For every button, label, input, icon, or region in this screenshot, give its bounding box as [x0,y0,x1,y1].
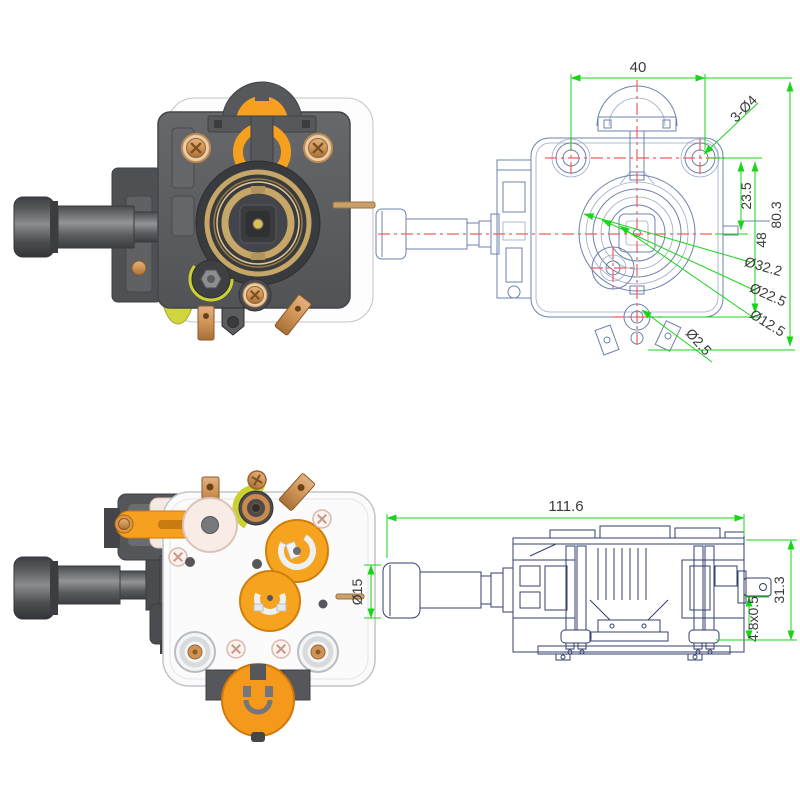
orange-valve-port [239,570,301,632]
dimensions-front: 40 3-Ø4 23.5 48 80.3 Ø32.2 Ø22.5 Ø12.5 Ø… [570,59,795,363]
top-screw [247,470,267,490]
front-view-drawing: 40 3-Ø4 23.5 48 80.3 Ø32.2 Ø22.5 Ø12.5 Ø… [375,59,795,363]
dim-height-80-3: 80.3 [768,201,784,228]
dim-length-111-6: 111.6 [548,498,583,515]
terminal-outline [654,320,682,352]
dim-dia-12-5: Ø12.5 [747,306,788,340]
spade-terminal [197,305,215,341]
plate-screw [312,509,332,529]
terminal-outline [594,324,620,356]
bottom-cap-assembly [205,663,311,742]
dim-height-31-3: 31.3 [771,576,787,603]
foot-washer [297,631,339,673]
plate-screw [168,547,188,567]
side-bracket-outline [496,159,532,299]
shaft-outline-side [382,562,514,619]
dim-offset-23-5: 23.5 [738,182,754,209]
mounting-screw [181,133,211,163]
dome-outline [596,85,678,185]
thermocouple-pin [335,593,365,600]
dim-knob-dia-15: Ø15 [349,579,365,606]
orange-lever-arm [114,497,238,553]
back-3d-render [13,470,376,742]
plate-screw [226,639,246,659]
spade-terminal [278,473,316,511]
front-3d-render [13,81,376,341]
foot-washer [174,631,216,673]
thermocouple-pin [332,201,376,209]
dim-span-48: 48 [753,232,769,248]
mounting-screw [303,133,333,163]
dimensions-side: 111.6 Ø15 4.8x0.5 31.3 [349,498,797,642]
centerlines [378,80,727,347]
pin-hole [252,559,262,569]
dim-holes-3xd4: 3-Ø4 [727,92,760,125]
side-view-drawing: 111.6 Ø15 4.8x0.5 31.3 [349,498,797,661]
terminal-outline-side [737,570,772,604]
body-outline-side [512,525,745,661]
dim-dia-22-5: Ø22.5 [747,279,789,309]
pin-hole [185,557,195,567]
hex-nut [188,256,234,302]
bottom-screw [238,278,272,312]
orange-valve-port [265,519,329,583]
dim-dia-32-2: Ø32.2 [743,253,784,279]
knob [13,196,55,258]
dim-dia-2-5: Ø2.5 [683,325,715,358]
dim-terminal-4-8x0-5: 4.8x0.5 [745,596,761,642]
central-valve-boss [195,160,321,286]
knob [13,556,55,620]
dim-width-40: 40 [630,59,647,76]
plate-screw [271,639,291,659]
spade-terminal [274,294,312,336]
ignition-ring [232,484,280,532]
pin-hole [318,599,328,609]
